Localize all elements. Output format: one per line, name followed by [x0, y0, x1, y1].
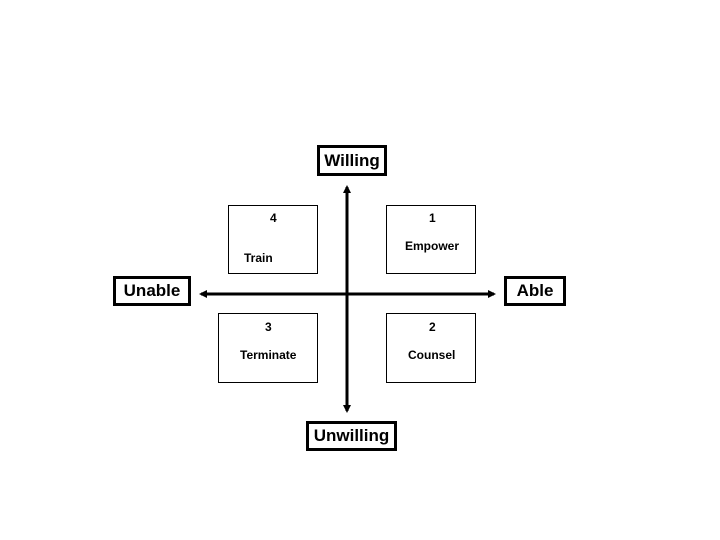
quadrant-number: 3	[265, 320, 272, 334]
quadrant-label: Counsel	[408, 348, 456, 362]
quadrant-empower: 1 Empower	[386, 205, 476, 274]
quadrant-label: Train	[244, 251, 273, 265]
quadrant-number: 4	[270, 211, 277, 225]
axis-label-unwilling: Unwilling	[306, 421, 397, 451]
quadrant-train: 4 Train	[228, 205, 318, 274]
quadrant-label: Terminate	[240, 348, 297, 362]
axis-label-willing: Willing	[317, 145, 387, 176]
quadrant-label: Empower	[405, 239, 460, 253]
quadrant-number: 1	[429, 211, 436, 225]
quadrant-terminate: 3 Terminate	[218, 313, 318, 383]
quadrant-counsel: 2 Counsel	[386, 313, 476, 383]
axis-label-unable: Unable	[113, 276, 191, 306]
axis-label-able: Able	[504, 276, 566, 306]
quadrant-number: 2	[429, 320, 436, 334]
